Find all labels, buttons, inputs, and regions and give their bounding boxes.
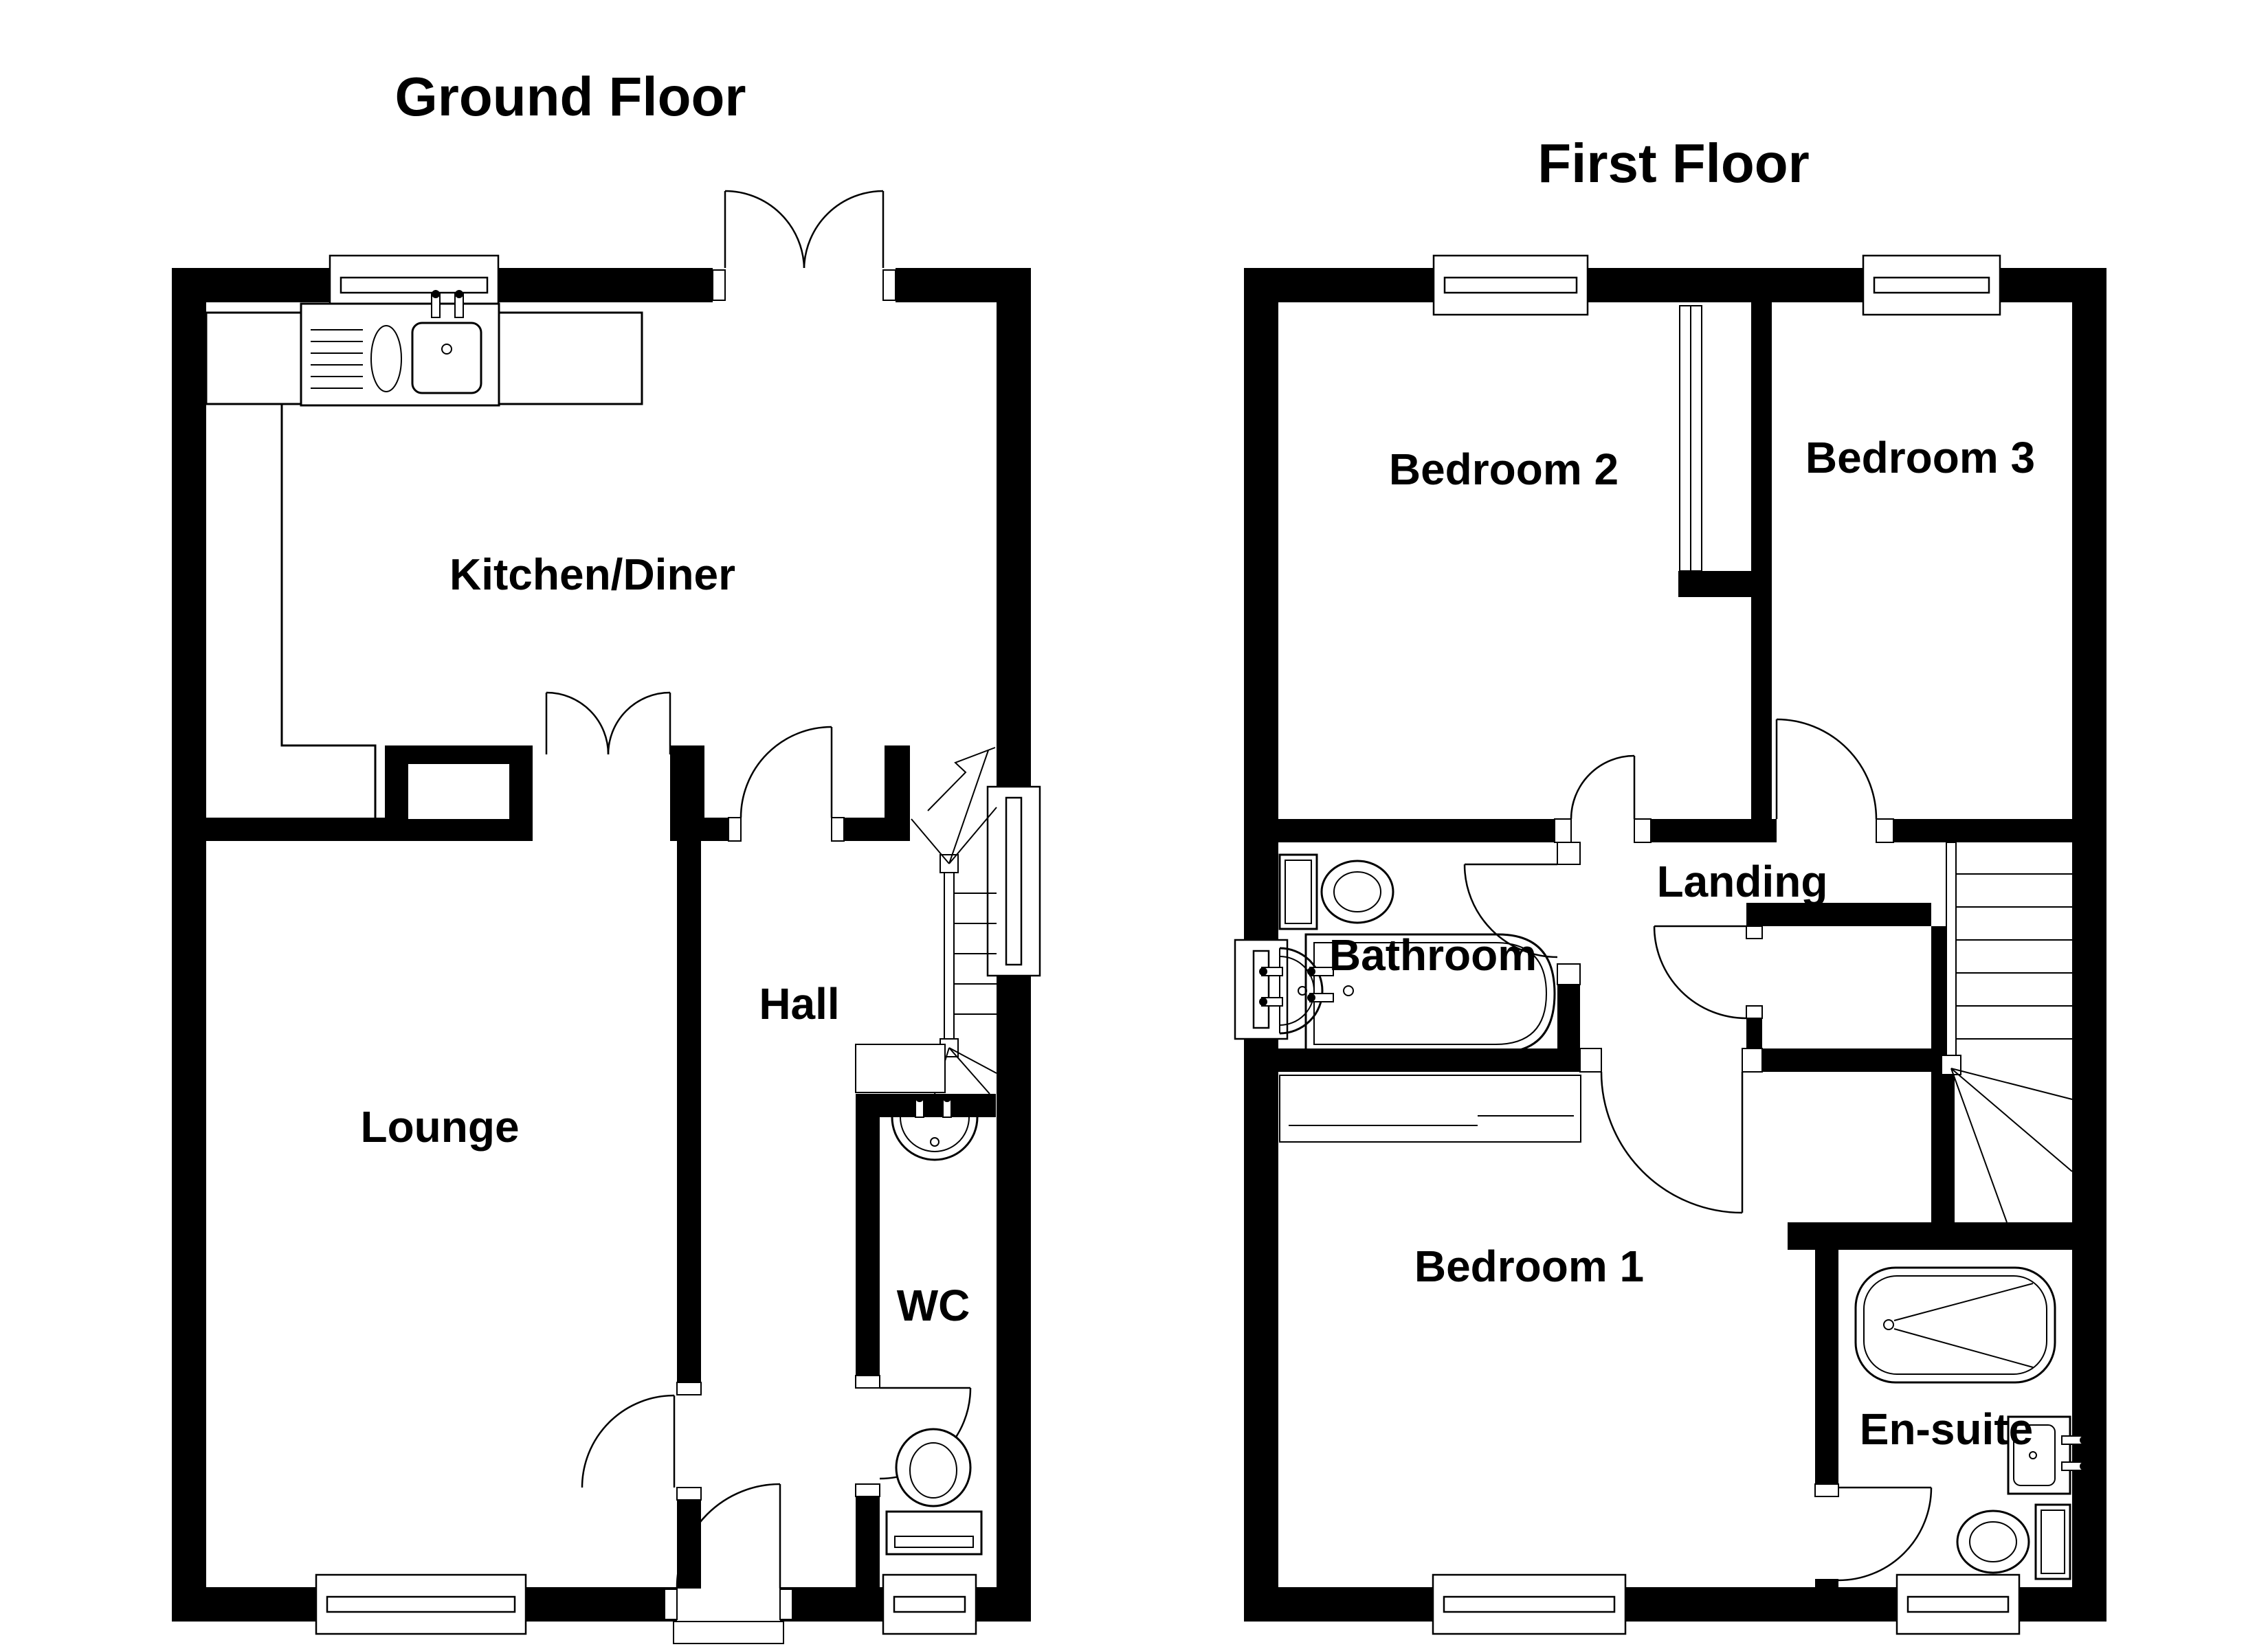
shower-bath-icon — [1854, 1266, 2056, 1384]
window-icon — [986, 785, 1041, 977]
ground-doors — [545, 190, 972, 1644]
window-icon — [882, 1573, 977, 1635]
bathtub-icon — [1304, 933, 1556, 1054]
ground-exterior-walls — [172, 268, 1031, 1622]
toilet-icon — [1956, 1503, 2071, 1580]
first-interior-walls — [1277, 302, 2074, 1589]
door-swing-icon — [740, 726, 833, 818]
stairs-icon — [855, 747, 997, 1095]
room-label-bedroom1: Bedroom 1 — [1414, 1242, 1644, 1291]
door-swing-icon — [1570, 754, 1636, 820]
french-doors-icon — [724, 190, 885, 269]
wc-basin-icon — [891, 1094, 979, 1161]
room-label-bedroom3: Bedroom 3 — [1805, 433, 2035, 482]
room-label-landing: Landing — [1657, 857, 1828, 906]
room-label-kitchen: Kitchen/Diner — [449, 550, 735, 599]
first-windows — [1234, 254, 2021, 1635]
ground-door-jambs — [664, 269, 896, 1620]
door-swing-icon — [1600, 1071, 1744, 1214]
room-label-bedroom2: Bedroom 2 — [1389, 445, 1619, 494]
window-icon — [1862, 254, 2001, 316]
first-floor-title: First Floor — [1537, 133, 1810, 194]
double-door-icon — [545, 691, 671, 755]
front-door-icon — [673, 1483, 784, 1644]
kitchen-sink-icon — [300, 290, 500, 407]
door-swing-icon — [1463, 863, 1558, 958]
wardrobe-icon — [1279, 1075, 1581, 1143]
door-swing-icon — [581, 1394, 676, 1488]
ground-interior-walls — [205, 745, 996, 1589]
door-swing-icon — [1653, 925, 1747, 1020]
first-floor-plan: First Floor — [1234, 133, 2106, 1635]
built-in-wardrobe-icon — [1679, 305, 1702, 572]
room-label-bathroom: Bathroom — [1329, 930, 1537, 980]
window-icon — [1234, 939, 1289, 1040]
toilet-icon — [885, 1428, 983, 1556]
door-swing-icon — [1775, 718, 1878, 820]
room-label-wc: WC — [897, 1281, 970, 1330]
window-icon — [1432, 1573, 1627, 1635]
room-label-ensuite: En-suite — [1860, 1404, 2033, 1454]
window-icon — [315, 1573, 527, 1635]
room-label-lounge: Lounge — [360, 1102, 519, 1152]
ground-floor-plan: Ground Floor — [172, 66, 1041, 1644]
window-icon — [1432, 254, 1589, 316]
ground-floor-title: Ground Floor — [394, 66, 746, 127]
first-doors — [1463, 718, 1933, 1582]
room-label-hall: Hall — [759, 979, 839, 1029]
ensuite-basin-icon — [2007, 1415, 2088, 1495]
window-icon — [1895, 1573, 2021, 1635]
toilet-icon — [1278, 853, 1394, 930]
first-door-jambs — [1554, 818, 1894, 1497]
door-swing-icon — [1838, 1486, 1933, 1582]
stairs-icon — [1941, 842, 2073, 1223]
bathroom-basin-icon — [1259, 947, 1324, 1035]
